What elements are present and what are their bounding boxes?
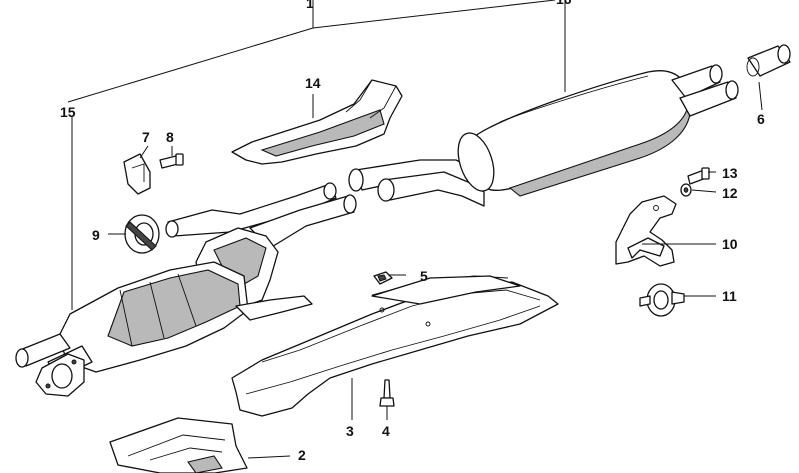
part-7-clamp — [123, 153, 151, 195]
callout-11: 11 — [722, 288, 737, 304]
callout-8: 8 — [166, 129, 174, 145]
part-16-rear-muffler — [348, 64, 739, 207]
callout-10: 10 — [722, 236, 738, 252]
part-11-rubber-ring — [639, 283, 685, 317]
callout-7: 7 — [142, 129, 150, 145]
callout-16: 16 — [556, 0, 572, 7]
callout-13: 13 — [722, 165, 738, 181]
part-10-bracket — [615, 195, 677, 267]
callout-15: 15 — [60, 104, 76, 120]
callout-9: 9 — [92, 227, 100, 243]
part-13-bolt — [687, 167, 710, 185]
callout-1: 1 — [306, 0, 314, 11]
part-12-washer — [680, 183, 692, 197]
callouts: 1 2 3 4 5 6 7 8 9 10 11 12 13 14 15 16 — [60, 0, 765, 463]
callout-4: 4 — [382, 423, 390, 439]
part-5-clip-nut — [373, 271, 393, 285]
part-4-screw — [379, 379, 395, 407]
part-9-rubber-mount — [124, 214, 160, 254]
part-6-tailpipe-tip — [746, 44, 791, 77]
callout-6: 6 — [757, 111, 765, 127]
part-15-front-pipe-catalytic-converter — [15, 182, 357, 397]
part-14-heat-shield-upper — [231, 79, 403, 165]
callout-14: 14 — [305, 75, 321, 91]
callout-3: 3 — [346, 423, 354, 439]
callout-2: 2 — [298, 447, 306, 463]
part-2-heat-shield-lower — [109, 417, 248, 473]
part-8-bolt — [159, 153, 184, 169]
callout-5: 5 — [420, 268, 428, 284]
leader-lines — [67, 0, 763, 459]
callout-12: 12 — [722, 185, 738, 201]
part-3-heat-shield-center — [231, 275, 559, 417]
